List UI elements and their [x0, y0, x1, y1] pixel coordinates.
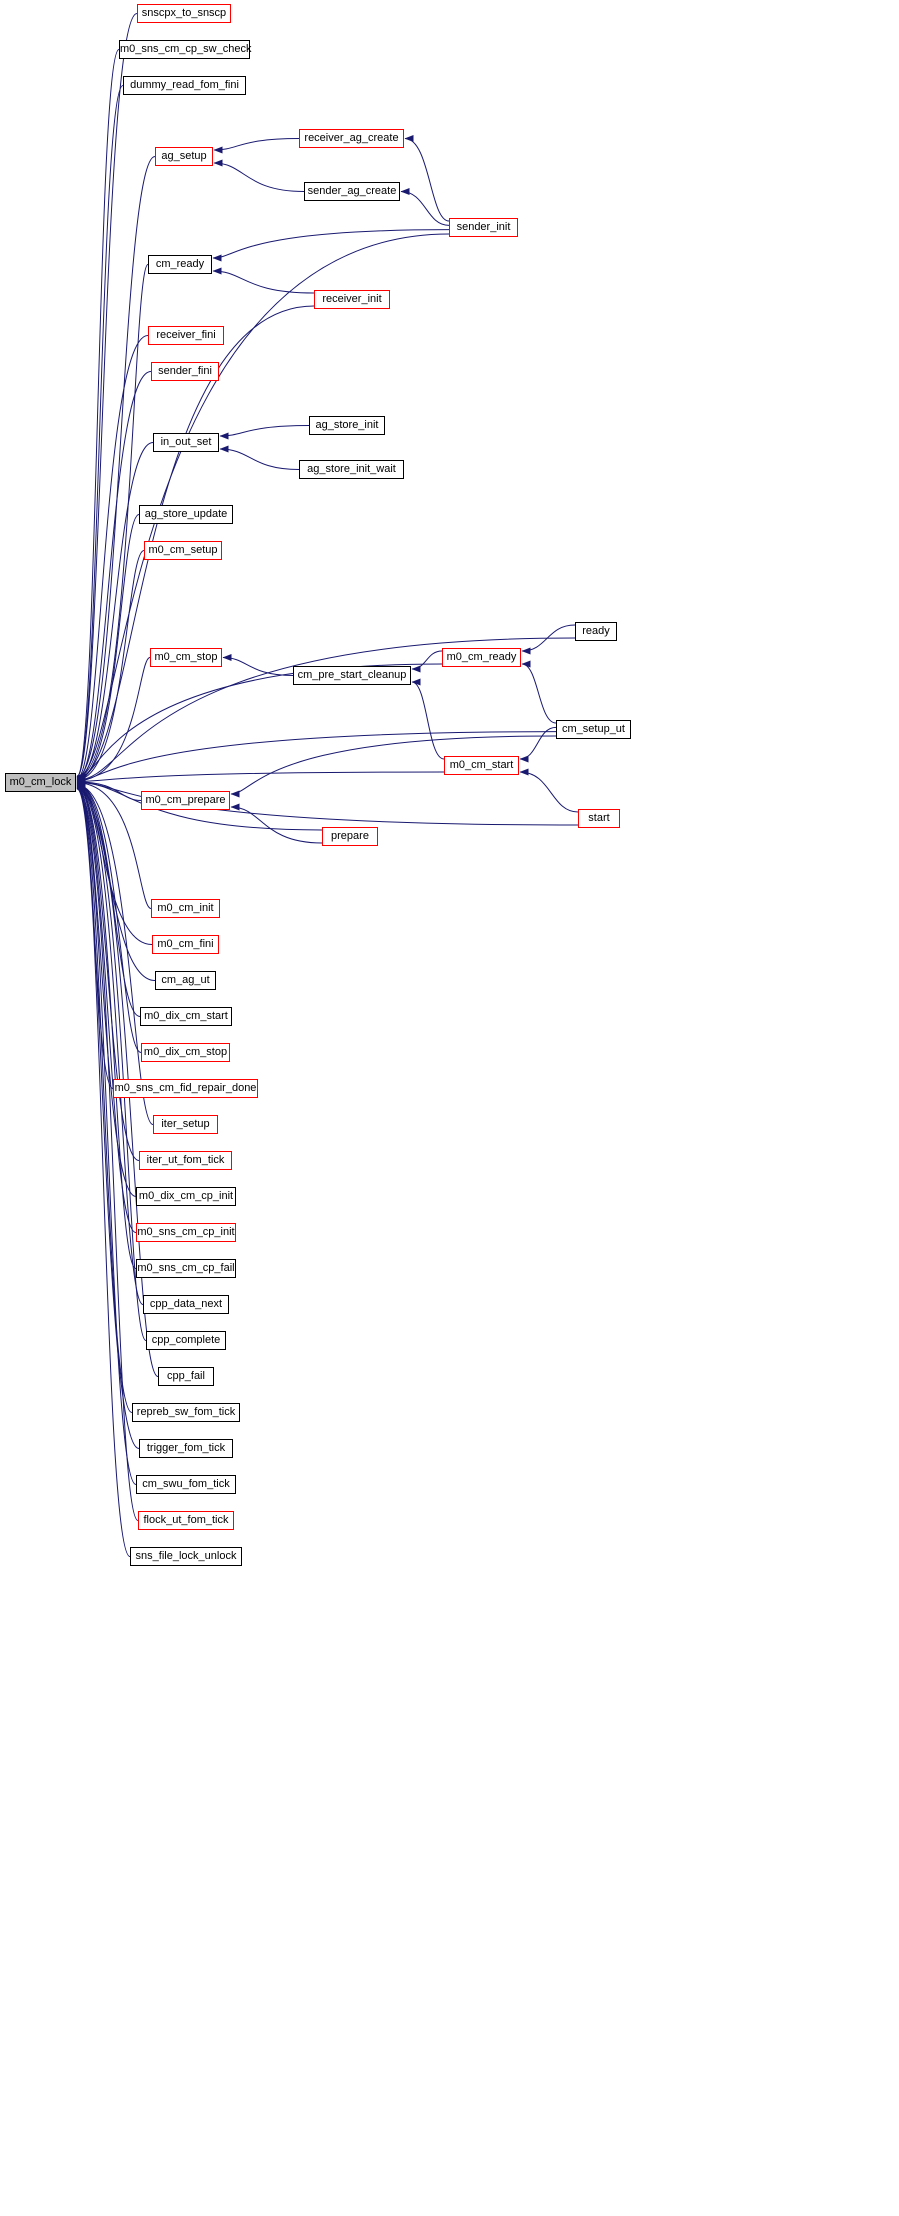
call-edge-in_out_set-to-m0_cm_lock: [76, 442, 154, 783]
call-edge-m0_sns_cm_cp_sw_check-to-m0_cm_lock: [76, 49, 120, 780]
node-ready[interactable]: ready: [575, 622, 617, 641]
node-m0_cm_lock: m0_cm_lock: [5, 773, 76, 792]
node-m0_cm_fini[interactable]: m0_cm_fini: [152, 935, 219, 954]
call-edge-cm_setup_ut-to-m0_cm_start: [519, 726, 557, 763]
call-edge-cm_pre_start_cleanup-to-m0_cm_stop: [222, 654, 294, 676]
node-snscpx_to_snscp[interactable]: snscpx_to_snscp: [137, 4, 231, 23]
node-m0_cm_prepare[interactable]: m0_cm_prepare: [141, 791, 230, 810]
node-sender_fini[interactable]: sender_fini: [151, 362, 219, 381]
call-edge-sender_init-to-receiver_ag_create: [404, 135, 450, 222]
call-edge-cm_setup_ut-to-m0_cm_lock: [76, 731, 557, 785]
call-edge-ag_store_update-to-m0_cm_lock: [76, 514, 140, 783]
call-edge-sender_init-to-cm_ready: [212, 229, 450, 262]
node-iter_setup[interactable]: iter_setup: [153, 1115, 218, 1134]
call-edge-dummy_read_fom_fini-to-m0_cm_lock: [76, 85, 124, 780]
call-edge-sender_init-to-m0_cm_lock: [76, 233, 450, 781]
node-cpp_fail[interactable]: cpp_fail: [158, 1367, 214, 1386]
node-ag_setup[interactable]: ag_setup: [155, 147, 213, 166]
call-edge-m0_cm_init-to-m0_cm_lock: [76, 779, 152, 909]
node-m0_cm_stop[interactable]: m0_cm_stop: [150, 648, 222, 667]
call-edge-m0_sns_cm_cp_fail-to-m0_cm_lock: [76, 782, 137, 1269]
call-edge-prepare-to-m0_cm_prepare: [230, 803, 323, 844]
call-edge-m0_cm_prepare-to-m0_cm_lock: [76, 778, 142, 801]
node-prepare[interactable]: prepare: [322, 827, 378, 846]
call-edge-ag_store_init-to-in_out_set: [219, 425, 310, 440]
call-edge-sender_fini-to-m0_cm_lock: [76, 371, 152, 783]
node-receiver_fini[interactable]: receiver_fini: [148, 326, 224, 345]
node-ag_store_update[interactable]: ag_store_update: [139, 505, 233, 524]
node-m0_sns_cm_cp_fail[interactable]: m0_sns_cm_cp_fail: [136, 1259, 236, 1278]
call-edge-m0_cm_start-to-cm_pre_start_cleanup: [411, 678, 445, 760]
node-m0_sns_cm_fid_repair_done[interactable]: m0_sns_cm_fid_repair_done: [113, 1079, 258, 1098]
node-cpp_complete[interactable]: cpp_complete: [146, 1331, 226, 1350]
call-edge-m0_dix_cm_stop-to-m0_cm_lock: [76, 780, 142, 1053]
node-cm_pre_start_cleanup[interactable]: cm_pre_start_cleanup: [293, 666, 411, 685]
node-flock_ut_fom_tick[interactable]: flock_ut_fom_tick: [138, 1511, 234, 1530]
node-receiver_ag_create[interactable]: receiver_ag_create: [299, 129, 404, 148]
node-in_out_set[interactable]: in_out_set: [153, 433, 219, 452]
call-edge-ag_store_init_wait-to-in_out_set: [219, 445, 300, 470]
node-m0_cm_init[interactable]: m0_cm_init: [151, 899, 220, 918]
node-receiver_init[interactable]: receiver_init: [314, 290, 390, 309]
call-edge-iter_setup-to-m0_cm_lock: [76, 781, 154, 1125]
call-edge-cm_swu_fom_tick-to-m0_cm_lock: [76, 785, 137, 1485]
call-edge-m0_cm_ready-to-cm_pre_start_cleanup: [411, 650, 443, 673]
call-edge-cm_ready-to-m0_cm_lock: [76, 264, 149, 782]
node-ag_store_init[interactable]: ag_store_init: [309, 416, 385, 435]
call-edge-receiver_init-to-cm_ready: [212, 267, 315, 294]
call-edge-start-to-m0_cm_start: [519, 768, 579, 813]
node-cm_swu_fom_tick[interactable]: cm_swu_fom_tick: [136, 1475, 236, 1494]
call-edge-m0_cm_setup-to-m0_cm_lock: [76, 550, 145, 784]
node-dummy_read_fom_fini[interactable]: dummy_read_fom_fini: [123, 76, 246, 95]
call-edge-snscpx_to_snscp-to-m0_cm_lock: [76, 13, 138, 780]
call-edge-cm_setup_ut-to-m0_cm_prepare: [230, 735, 557, 798]
call-edge-trigger_fom_tick-to-m0_cm_lock: [76, 784, 140, 1449]
node-ag_store_init_wait[interactable]: ag_store_init_wait: [299, 460, 404, 479]
call-edge-iter_ut_fom_tick-to-m0_cm_lock: [76, 781, 140, 1161]
call-edge-cm_setup_ut-to-m0_cm_ready: [521, 660, 557, 724]
node-cm_ag_ut[interactable]: cm_ag_ut: [155, 971, 216, 990]
call-edge-sender_init-to-sender_ag_create: [400, 188, 450, 226]
call-edge-cpp_data_next-to-m0_cm_lock: [76, 783, 144, 1305]
call-edge-receiver_ag_create-to-ag_setup: [213, 138, 300, 154]
node-cm_ready[interactable]: cm_ready: [148, 255, 212, 274]
node-m0_dix_cm_start[interactable]: m0_dix_cm_start: [140, 1007, 232, 1026]
call-edge-flock_ut_fom_tick-to-m0_cm_lock: [76, 785, 139, 1521]
node-sender_ag_create[interactable]: sender_ag_create: [304, 182, 400, 201]
call-edge-sns_file_lock_unlock-to-m0_cm_lock: [76, 785, 131, 1557]
node-start[interactable]: start: [578, 809, 620, 828]
node-m0_sns_cm_cp_sw_check[interactable]: m0_sns_cm_cp_sw_check: [119, 40, 251, 59]
node-m0_cm_setup[interactable]: m0_cm_setup: [144, 541, 222, 560]
call-edge-ready-to-m0_cm_ready: [521, 624, 576, 655]
call-edge-m0_sns_cm_cp_init-to-m0_cm_lock: [76, 782, 137, 1233]
node-cpp_data_next[interactable]: cpp_data_next: [143, 1295, 229, 1314]
node-m0_cm_start[interactable]: m0_cm_start: [444, 756, 519, 775]
node-repreb_sw_fom_tick[interactable]: repreb_sw_fom_tick: [132, 1403, 240, 1422]
node-m0_sns_cm_cp_init[interactable]: m0_sns_cm_cp_init: [136, 1223, 236, 1242]
node-trigger_fom_tick[interactable]: trigger_fom_tick: [139, 1439, 233, 1458]
node-iter_ut_fom_tick[interactable]: iter_ut_fom_tick: [139, 1151, 232, 1170]
node-m0_dix_cm_stop[interactable]: m0_dix_cm_stop: [141, 1043, 230, 1062]
call-edge-m0_cm_start-to-m0_cm_lock: [76, 771, 445, 785]
call-edge-repreb_sw_fom_tick-to-m0_cm_lock: [76, 784, 133, 1413]
call-edge-m0_dix_cm_start-to-m0_cm_lock: [76, 780, 141, 1017]
call-edge-receiver_fini-to-m0_cm_lock: [76, 335, 149, 782]
node-m0_dix_cm_cp_init[interactable]: m0_dix_cm_cp_init: [136, 1187, 236, 1206]
node-cm_setup_ut[interactable]: cm_setup_ut: [556, 720, 631, 739]
node-m0_cm_ready[interactable]: m0_cm_ready: [442, 648, 521, 667]
call-edge-ready-to-m0_cm_lock: [76, 637, 576, 784]
call-edge-cpp_complete-to-m0_cm_lock: [76, 783, 147, 1341]
call-edge-ag_setup-to-m0_cm_lock: [76, 156, 156, 781]
call-edge-sender_ag_create-to-ag_setup: [213, 159, 305, 192]
node-sns_file_lock_unlock[interactable]: sns_file_lock_unlock: [130, 1547, 242, 1566]
node-sender_init[interactable]: sender_init: [449, 218, 518, 237]
